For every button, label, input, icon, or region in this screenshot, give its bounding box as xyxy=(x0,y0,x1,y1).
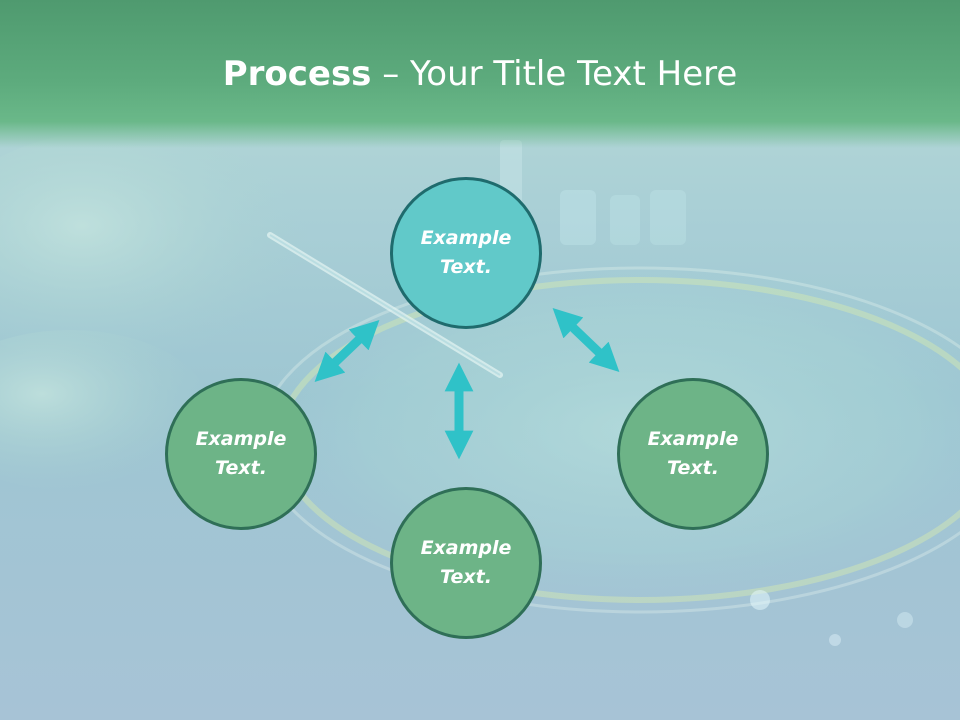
arrow-top-right xyxy=(552,308,620,372)
node-bottom-line2: Text. xyxy=(440,566,492,588)
node-left-line1: Example xyxy=(195,428,287,450)
node-top-line2: Text. xyxy=(440,256,492,278)
title-bar: Process – Your Title Text Here xyxy=(0,0,960,148)
title-bold: Process xyxy=(222,54,372,94)
node-right-line1: Example xyxy=(647,428,739,450)
node-right-line2: Text. xyxy=(667,457,719,479)
process-node-bottom: Example Text. xyxy=(390,487,542,639)
process-node-right: Example Text. xyxy=(617,378,769,530)
arrow-top-left xyxy=(314,320,380,382)
node-left-line2: Text. xyxy=(215,457,267,479)
node-top-line1: Example xyxy=(420,227,512,249)
slide-title: Process – Your Title Text Here xyxy=(0,52,960,96)
node-bottom-line1: Example xyxy=(420,537,512,559)
process-node-top: Example Text. xyxy=(390,177,542,329)
title-rest: – Your Title Text Here xyxy=(371,54,738,94)
process-node-left: Example Text. xyxy=(165,378,317,530)
